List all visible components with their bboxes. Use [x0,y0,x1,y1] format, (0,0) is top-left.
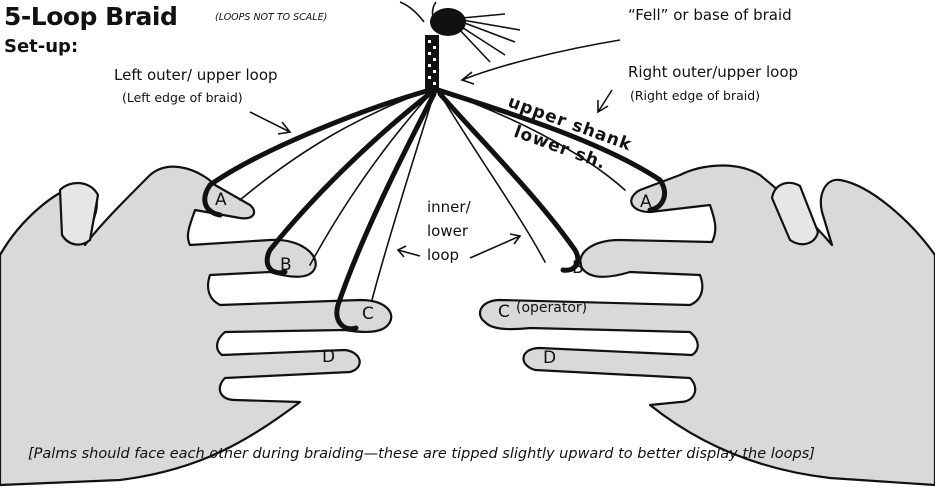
right-loop-sublabel: (Right edge of braid) [630,88,761,103]
pointer-arrows [249,1,621,259]
left-finger-b: B [280,255,292,275]
operator-label: (operator) [516,300,588,316]
right-loop-label: Right outer/upper loop [628,63,799,81]
inner-loop-line3: loop [427,246,460,264]
right-finger-c: C [498,302,510,322]
right-finger-a: A [640,192,652,212]
left-finger-a: A [215,190,227,210]
left-hand [0,165,393,487]
setup-heading: Set-up: [4,36,79,57]
left-loop-sublabel: (Left edge of braid) [122,90,243,105]
page-title: 5-Loop Braid [4,2,178,31]
right-finger-d: D [543,348,557,368]
loop-strands [202,87,667,332]
inner-loop-line1: inner/ [427,198,471,216]
title-note: (LOOPS NOT TO SCALE) [215,12,328,23]
inner-loop-line2: lower [427,222,469,240]
right-finger-b: B [572,258,584,278]
caption: [Palms should face each other during bra… [28,446,815,462]
right-hand [478,164,935,487]
left-finger-d: D [322,347,336,367]
fell-label: “Fell” or base of braid [628,6,792,24]
braid-fell [425,1,521,93]
left-finger-c: C [362,304,374,324]
left-loop-label: Left outer/ upper loop [114,66,278,84]
